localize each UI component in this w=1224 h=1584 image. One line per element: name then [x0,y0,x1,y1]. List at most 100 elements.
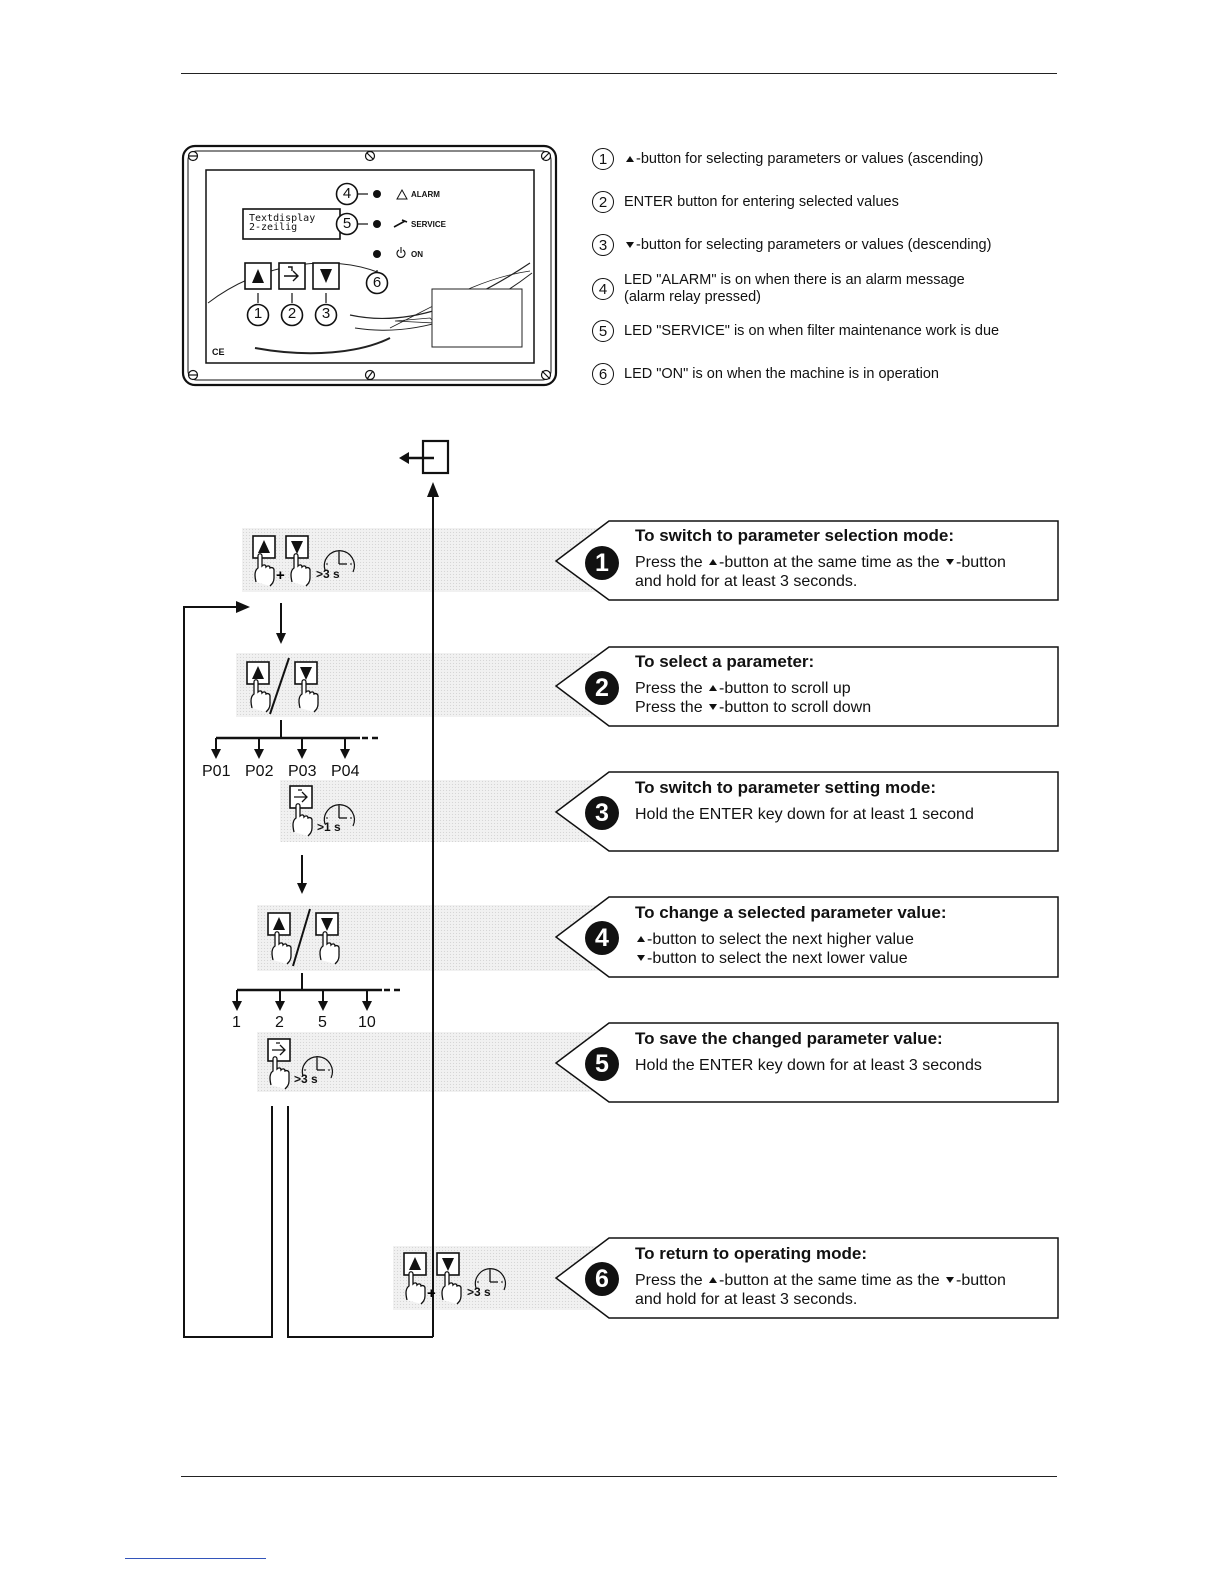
legend-number: 5 [592,320,614,342]
step-4-line-1: -button to select the next higher value [635,930,946,949]
svg-text:+: + [427,1285,436,1302]
triangle-down-icon [946,1277,955,1283]
text-fragment: -button at the same time as the [719,554,945,571]
text-fragment: -button [956,554,1006,571]
legend-text: -button for selecting parameters or valu… [636,236,992,253]
step-1-title: To switch to parameter selection mode: [635,526,954,545]
step-2-text: To select a parameter: Press the -button… [635,652,871,717]
legend-number: 3 [592,234,614,256]
on-label: ON [411,250,423,259]
legend-text: -button for selecting parameters or valu… [636,150,984,167]
step-6-band [393,1246,607,1310]
legend-text: LED "SERVICE" is on when filter maintena… [624,322,1000,339]
step-2-number: 2 [595,674,609,702]
triangle-up-icon [626,156,634,162]
callout-4: 4 [342,185,352,202]
display-line-2: 2-zeilig [249,222,298,233]
step-5-text: To save the changed parameter value: Hol… [635,1029,982,1075]
value-label-1: 1 [232,1014,241,1031]
step-6-title: To return to operating mode: [635,1244,868,1263]
step-5-title: To save the changed parameter value: [635,1029,943,1048]
value-label-5: 5 [318,1014,327,1031]
callout-1: 1 [253,305,263,322]
step-6-line-2: and hold for at least 3 seconds. [635,1291,858,1308]
text-fragment: Press the [635,554,708,571]
timer-label-step-5: >3 s [294,1072,318,1086]
alarm-label: ALARM [411,190,440,199]
callout-2: 2 [287,305,297,322]
step-1-keys-icon: + [252,535,356,587]
step-3-title: To switch to parameter setting mode: [635,778,937,797]
step-4-line-2: -button to select the next lower value [635,949,946,968]
param-label-p03: P03 [288,763,317,780]
step-1-line-1: Press the -button at the same time as th… [635,553,1006,572]
step-4-keys-icon [267,908,340,967]
legend-text: ENTER button for entering selected value… [624,193,899,210]
legend-text-line-2: (alarm relay pressed) [624,289,761,305]
footer-rule [181,1476,1057,1477]
triangle-down-icon [709,704,718,710]
step-6-keys-icon: + [403,1252,507,1305]
text-fragment: -button to select the next lower value [647,950,908,967]
text-fragment: Press the [635,699,708,716]
exit-icon [399,439,450,475]
timer-label-step-3: >1 s [317,820,341,834]
step-6-line-1: Press the -button at the same time as th… [635,1271,1006,1290]
display-line-1: Textdisplay [249,213,316,224]
triangle-up-icon [709,559,718,565]
text-fragment: Press the [635,680,708,697]
param-label-p02: P02 [245,763,274,780]
legend-number: 4 [592,278,614,300]
display-text: Textdisplay 2-zeilig [249,213,316,233]
step-5-line-1: Hold the ENTER key down for at least 3 s… [635,1057,982,1074]
svg-text:+: + [276,567,285,584]
legend-item-1: 1 -button for selecting parameters or va… [592,148,983,170]
step-4-text: To change a selected parameter value: -b… [635,903,946,968]
step-4-number: 4 [595,924,609,952]
triangle-up-icon [637,936,645,942]
header-rule [181,73,1057,74]
step-2-keys-icon [246,657,319,715]
step-3-text: To switch to parameter setting mode: Hol… [635,778,974,824]
legend-text: LED "ALARM" is on when there is an alarm… [624,272,965,306]
triangle-down-icon [626,242,634,248]
triangle-down-icon [946,559,955,565]
triangle-up-icon [709,1277,718,1283]
text-fragment: -button to scroll up [719,680,851,697]
triangle-down-icon [637,955,645,961]
step-1-line-2: and hold for at least 3 seconds. [635,573,858,590]
step-6-number: 6 [595,1265,609,1293]
value-label-10: 10 [358,1014,376,1031]
callout-6: 6 [372,274,382,291]
legend-text: LED "ON" is on when the machine is in op… [624,365,939,382]
param-label-p04: P04 [331,763,360,780]
text-fragment: Press the [635,1272,708,1289]
step-6-text: To return to operating mode: Press the -… [635,1244,1006,1309]
timer-label-step-1: >3 s [316,567,340,581]
legend-item-3: 3 -button for selecting parameters or va… [592,234,991,256]
step-5-number: 5 [595,1050,609,1078]
service-label: SERVICE [411,220,446,229]
legend-item-5: 5 LED "SERVICE" is on when filter mainte… [592,320,999,342]
step-2-title: To select a parameter: [635,652,815,671]
text-fragment: -button to select the next higher value [647,931,914,948]
step-4-title: To change a selected parameter value: [635,903,947,922]
triangle-up-icon [709,685,718,691]
callout-3: 3 [321,305,331,322]
ce-mark: CE [212,347,225,357]
legend-item-4: 4 LED "ALARM" is on when there is an ala… [592,272,965,306]
step-3-line-1: Hold the ENTER key down for at least 1 s… [635,806,974,823]
param-label-p01: P01 [202,763,231,780]
step-2-line-2: Press the -button to scroll down [635,698,871,717]
legend-item-6: 6 LED "ON" is on when the machine is in … [592,363,939,385]
control-panel-drawing [181,144,558,387]
step-1-text: To switch to parameter selection mode: P… [635,526,1006,591]
legend-number: 1 [592,148,614,170]
legend-text-line-1: LED "ALARM" is on when there is an alarm… [624,272,965,288]
step-3-number: 3 [595,799,609,827]
callout-5: 5 [342,215,352,232]
footnote-separator [125,1558,266,1559]
timer-label-step-6: >3 s [467,1285,491,1299]
legend-number: 6 [592,363,614,385]
